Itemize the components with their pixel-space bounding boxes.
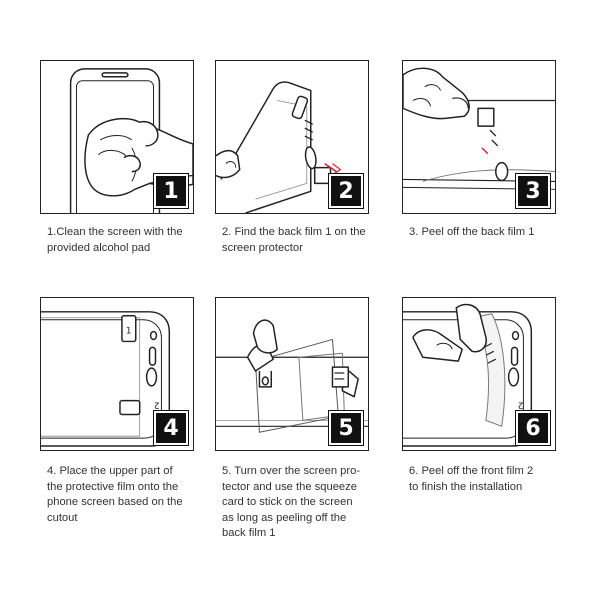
phone-body: [41, 311, 171, 447]
step-3-caption: 3. Peel off the back film 1: [409, 226, 535, 238]
film-tab-2: [119, 399, 141, 416]
step-2-caption: 2. Find the back film 1 on the screen pr…: [222, 226, 366, 254]
step-6-illustration: 2: [403, 303, 533, 447]
peel-tab: [477, 107, 495, 127]
step-2-number-badge: 2: [328, 173, 364, 209]
hand-peeling-front: [455, 303, 487, 353]
step-5-caption: 5. Turn over the screen pro- tector and …: [222, 465, 361, 539]
pointer-marker: [324, 162, 337, 173]
step-1-panel: 1: [40, 60, 194, 214]
step-3-panel: 3: [402, 60, 556, 214]
step-6-number-badge: 6: [515, 410, 551, 446]
step-4-number-badge: 4: [153, 410, 189, 446]
step-5-panel: 5: [215, 297, 369, 451]
tab-label-2: 2: [154, 400, 160, 410]
hand-left: [216, 149, 241, 179]
step-1-number-badge: 1: [153, 173, 189, 209]
step-3-number-badge: 3: [515, 173, 551, 209]
film-tab-1: [121, 315, 137, 343]
film-tab-top: [291, 95, 309, 120]
camera-cutout: [304, 146, 317, 170]
hand-peeling: [403, 67, 470, 120]
protector-film-outline: [220, 81, 312, 213]
phone-body: [403, 311, 533, 447]
step-4-panel: 1 2 4: [40, 297, 194, 451]
step-5-number-badge: 5: [328, 410, 364, 446]
step-6-caption: 6. Peel off the front film 2 to finish t…: [409, 465, 534, 493]
step-2-panel: 2: [215, 60, 369, 214]
tab-label-1: 1: [126, 327, 132, 337]
step-2-illustration: [216, 81, 341, 213]
step-4-illustration: 1 2: [41, 311, 171, 447]
step-1-caption: 1.Clean the screen with the provided alc…: [47, 226, 183, 254]
tab-label-2: 2: [518, 400, 524, 410]
protective-film: [41, 317, 141, 437]
step-4-caption: 4. Place the upper part of the protectiv…: [47, 465, 183, 524]
step-6-panel: 2 6: [402, 297, 556, 451]
peel-marker: [481, 147, 489, 155]
